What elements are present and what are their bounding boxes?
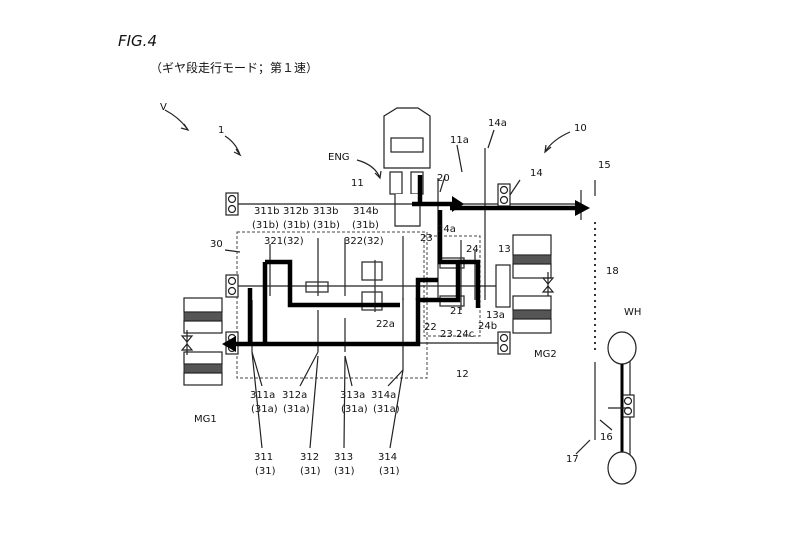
label-22: 22 [424,322,437,333]
bearing [621,394,635,418]
label-eng: ENG [328,152,350,163]
label-311a: 311a [250,390,275,401]
wheels [607,331,637,485]
label-30: 30 [210,239,223,250]
label-31b-3: (31b) [313,220,340,231]
label-313: 313 [334,452,353,463]
figure-title: FIG.4 [118,32,157,50]
label-v: V [160,102,167,113]
label-13a: 13a [486,310,505,321]
label-31a-3: (31a) [341,404,368,415]
label-312: 312 [300,452,319,463]
label-23-bottom: 23 [440,329,453,340]
label-11a: 11a [450,135,469,146]
label-21: 21 [450,306,463,317]
label-14: 14 [530,168,543,179]
label-24c: 24c [456,329,474,340]
label-31-2: (31) [300,466,321,477]
label-31b-1: (31b) [252,220,279,231]
bearing [497,331,511,355]
label-31-3: (31) [334,466,355,477]
label-11: 11 [351,178,364,189]
motor-generator-mg1 [180,297,223,386]
transmission-housing [236,231,428,379]
leader-lines [251,351,613,455]
label-22a: 22a [376,319,395,330]
label-16: 16 [600,432,613,443]
bearing [225,274,239,298]
label-311b: 311b [254,206,279,217]
label-311: 311 [254,452,273,463]
engine [383,107,431,227]
label-314b: 314b [353,206,378,217]
label-313a: 313a [340,390,365,401]
label-24: 24 [466,244,479,255]
label-314a: 314a [371,390,396,401]
motor-generator-mg2 [495,234,555,334]
label-312b: 312b [283,206,308,217]
label-322: 322(32) [344,236,384,247]
label-15: 15 [598,160,611,171]
label-1: 1 [218,125,224,136]
label-wh: WH [624,307,641,318]
label-23-top: 23 [420,233,433,244]
power-flow-path [232,175,578,347]
label-14a: 14a [488,118,507,129]
label-312a: 312a [282,390,307,401]
label-31a-1: (31a) [251,404,278,415]
bearing [225,192,239,216]
label-31a-2: (31a) [283,404,310,415]
reference-arrows [164,109,571,253]
label-24b: 24b [478,321,497,332]
flow-arrowheads [222,196,590,352]
label-mg1: MG1 [194,414,217,425]
label-17: 17 [566,454,579,465]
label-31b-2: (31b) [283,220,310,231]
labels: V 1 10 ENG 11 11a 14a 14 15 20 30 311b 3… [160,102,641,477]
label-31-1: (31) [255,466,276,477]
figure-subtitle: （ギヤ段走行モード；第１速） [150,60,318,75]
label-10: 10 [574,123,587,134]
label-313b: 313b [313,206,338,217]
bearing [497,183,511,207]
label-31-4: (31) [379,466,400,477]
label-12: 12 [456,369,469,380]
label-20: 20 [437,173,450,184]
label-18: 18 [606,266,619,277]
label-24a: 24a [437,224,456,235]
label-321: 321(32) [264,236,304,247]
label-31b-4: (31b) [352,220,379,231]
label-mg2: MG2 [534,349,557,360]
label-31a-4: (31a) [373,404,400,415]
label-314: 314 [378,452,397,463]
label-13: 13 [498,244,511,255]
